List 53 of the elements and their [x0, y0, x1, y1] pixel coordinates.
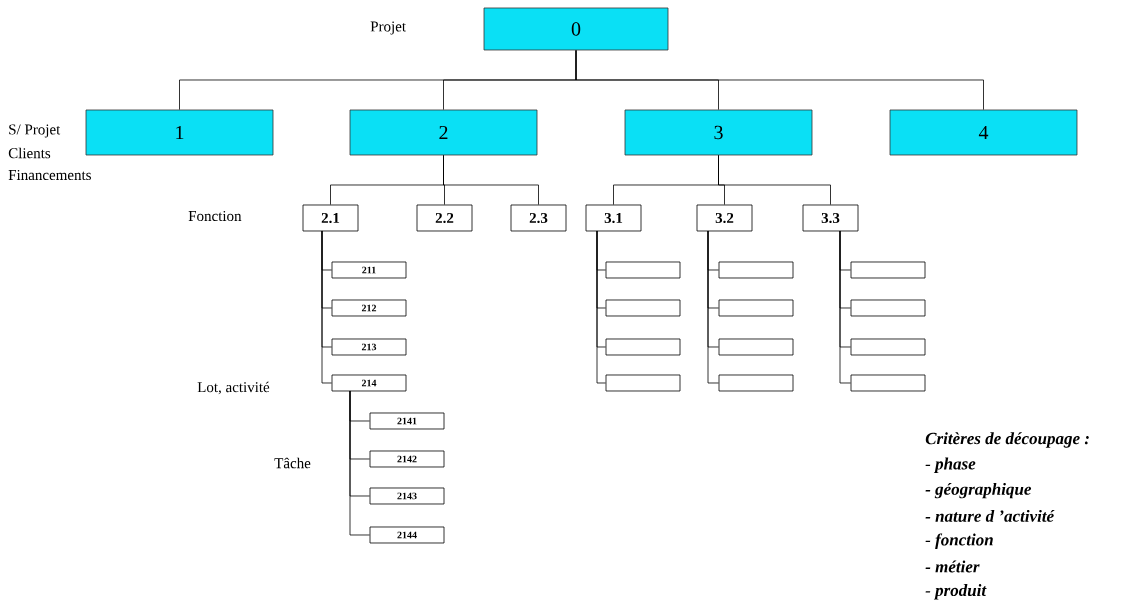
project-box: 3 — [624, 109, 813, 156]
level-label: Financements — [8, 169, 91, 181]
activity-box: 213 — [331, 338, 407, 356]
empty-box — [605, 299, 681, 317]
function-box: 3.2 — [696, 204, 753, 232]
empty-box — [718, 374, 794, 392]
project-box: 0 — [483, 7, 669, 51]
level-label: Projet — [370, 21, 406, 35]
empty-box — [850, 299, 926, 317]
criteria-text: - fonction — [925, 533, 993, 549]
connector-line — [718, 155, 831, 205]
criteria-text: - géographique — [925, 482, 1032, 499]
criteria-text: - métier — [925, 560, 980, 573]
empty-box — [850, 374, 926, 392]
connector-line — [707, 230, 719, 384]
activity-box: 211 — [331, 261, 407, 279]
level-label: S/ Projet — [9, 124, 61, 138]
connector-line — [575, 50, 984, 110]
connector-line — [443, 155, 539, 205]
function-box: 3.3 — [802, 204, 859, 232]
project-box: 1 — [85, 109, 274, 156]
activity-box: 2144 — [369, 526, 445, 544]
activity-box: 214 — [331, 374, 407, 392]
empty-box — [718, 299, 794, 317]
level-label: Lot, activité — [197, 381, 270, 395]
activity-box: 212 — [331, 299, 407, 317]
empty-box — [605, 374, 681, 392]
function-box: 3.1 — [585, 204, 642, 232]
project-box: 4 — [889, 109, 1078, 156]
empty-box — [605, 261, 681, 279]
activity-box: 2142 — [369, 450, 445, 468]
project-box: 2 — [349, 109, 538, 156]
empty-box — [850, 338, 926, 356]
empty-box — [850, 261, 926, 279]
level-label: Tâche — [274, 457, 311, 469]
criteria-text: - phase — [925, 457, 976, 473]
level-label: Clients — [8, 147, 51, 159]
activity-box: 2141 — [369, 412, 445, 430]
connector-line — [349, 390, 370, 536]
level-label: Fonction — [188, 210, 242, 222]
criteria-text: - produit — [925, 584, 987, 600]
connector-line — [596, 230, 606, 384]
empty-box — [605, 338, 681, 356]
function-box: 2.3 — [510, 204, 567, 232]
connector-line — [321, 230, 332, 384]
criteria-text: - nature d ’activité — [925, 509, 1055, 522]
activity-box: 2143 — [369, 487, 445, 505]
connector-line — [839, 230, 851, 384]
criteria-text: Critères de découpage : — [925, 432, 1089, 448]
function-box: 2.2 — [416, 204, 473, 232]
empty-box — [718, 338, 794, 356]
empty-box — [718, 261, 794, 279]
function-box: 2.1 — [302, 204, 359, 232]
